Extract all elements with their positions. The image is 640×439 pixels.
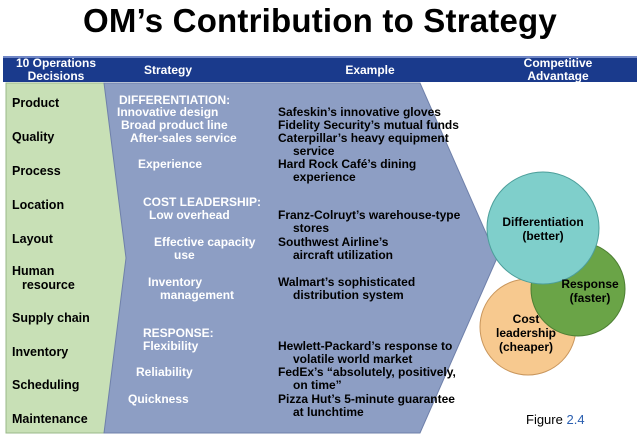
figure-label: Figure — [526, 412, 563, 427]
example-southwest-line2: aircraft utilization — [293, 248, 394, 262]
example-safeskin: Safeskin’s innovative gloves — [278, 105, 441, 119]
decision-layout: Layout — [12, 232, 53, 246]
example-hewlett-packard-line2: volatile world market — [293, 352, 413, 366]
decision-process: Process — [12, 164, 61, 178]
decision-human-resource-line1: Human — [12, 264, 55, 278]
header-advantage-line1: Competitive — [523, 56, 593, 70]
header-example: Example — [345, 63, 395, 77]
differentiation-circle — [486, 171, 600, 285]
strategy-effective-capacity-line1: Effective capacity — [154, 235, 256, 249]
example-caterpillar-line2: service — [293, 144, 335, 158]
header-advantage-line2: Advantage — [527, 69, 589, 83]
strategy-quickness: Quickness — [128, 392, 189, 406]
cost-leadership-label-line1: Cost — [512, 312, 540, 326]
strategy-after-sales-service: After-sales service — [130, 131, 237, 145]
decision-human-resource-line2: resource — [22, 278, 75, 292]
example-hard-rock-line2: experience — [293, 170, 356, 184]
decision-product: Product — [12, 96, 60, 110]
cost-leadership-label-line2: leadership — [495, 326, 557, 340]
example-caterpillar-line1: Caterpillar’s heavy equipment — [278, 131, 449, 145]
differentiation-label-line1: Differentiation — [502, 215, 584, 229]
strategy-effective-capacity-line2: use — [174, 248, 195, 262]
decision-supply-chain: Supply chain — [12, 311, 90, 325]
strategy-differentiation-heading: DIFFERENTIATION: — [119, 93, 231, 107]
response-label-line1: Response — [561, 277, 619, 291]
figure-number: 2.4 — [566, 412, 585, 427]
strategy-effective-capacity: Effective capacity use — [154, 236, 255, 262]
example-fedex-line1: FedEx’s “absolutely, positively, — [278, 365, 456, 379]
strategy-cost-heading: COST LEADERSHIP: — [143, 195, 262, 209]
example-hewlett-packard: Hewlett-Packard’s response to volatile w… — [278, 340, 452, 366]
strategy-inventory-management-line2: management — [160, 288, 235, 302]
header-decisions-line2: Decisions — [27, 69, 85, 83]
example-southwest: Southwest Airline’s aircraft utilization — [278, 236, 393, 262]
header-decisions: 10 Operations Decisions — [8, 57, 104, 83]
strategy-arrow — [103, 82, 498, 434]
example-pizza-hut-line2: at lunchtime — [293, 405, 364, 419]
example-franz-colruyt-line2: stores — [293, 221, 330, 235]
example-walmart: Walmart’s sophisticated distribution sys… — [278, 276, 415, 302]
differentiation-label-line2: (better) — [522, 229, 564, 243]
example-pizza-hut: Pizza Hut’s 5-minute guarantee at luncht… — [278, 393, 455, 419]
strategy-inventory-management-line1: Inventory — [148, 275, 203, 289]
header-advantage: Competitive Advantage — [516, 57, 600, 83]
example-pizza-hut-line1: Pizza Hut’s 5-minute guarantee — [278, 392, 455, 406]
example-hard-rock: Hard Rock Café’s dining experience — [278, 158, 416, 184]
decision-inventory: Inventory — [12, 345, 69, 359]
decision-location: Location — [12, 198, 65, 212]
example-franz-colruyt: Franz-Colruyt’s warehouse-type stores — [278, 209, 460, 235]
response-label-line2: (faster) — [569, 291, 611, 305]
example-caterpillar: Caterpillar’s heavy equipment service — [278, 132, 449, 158]
cost-leadership-label-line3: (cheaper) — [498, 340, 554, 354]
strategy-flexibility: Flexibility — [143, 339, 199, 353]
decision-human-resource: Human resource — [12, 264, 102, 292]
figure-caption: Figure 2.4 — [526, 412, 585, 427]
strategy-low-overhead: Low overhead — [149, 208, 230, 222]
strategy-inventory-management: Inventory management — [148, 276, 234, 302]
cost-leadership-label: Cost leadership (cheaper) — [488, 312, 564, 354]
example-franz-colruyt-line1: Franz-Colruyt’s warehouse-type — [278, 208, 461, 222]
strategy-reliability: Reliability — [136, 365, 193, 379]
strategy-innovative-design: Innovative design — [117, 105, 219, 119]
example-southwest-line1: Southwest Airline’s — [278, 235, 389, 249]
decision-quality: Quality — [12, 130, 55, 144]
example-walmart-line1: Walmart’s sophisticated — [278, 275, 416, 289]
example-fedex-line2: on time” — [293, 378, 342, 392]
decision-scheduling: Scheduling — [12, 378, 80, 392]
header-decisions-line1: 10 Operations — [15, 56, 97, 70]
example-hard-rock-line1: Hard Rock Café’s dining — [278, 157, 417, 171]
page-title: OM’s Contribution to Strategy — [83, 2, 557, 39]
response-label: Response (faster) — [550, 277, 630, 305]
strategy-response-heading: RESPONSE: — [143, 326, 214, 340]
header-strategy: Strategy — [143, 63, 193, 77]
strategy-broad-product-line: Broad product line — [121, 118, 228, 132]
example-walmart-line2: distribution system — [293, 288, 404, 302]
header-bar — [3, 56, 637, 82]
example-hewlett-packard-line1: Hewlett-Packard’s response to — [278, 339, 453, 353]
strategy-experience: Experience — [138, 157, 203, 171]
decision-maintenance: Maintenance — [12, 412, 88, 426]
example-fedex: FedEx’s “absolutely, positively, on time… — [278, 366, 456, 392]
example-fidelity: Fidelity Security’s mutual funds — [278, 118, 459, 132]
differentiation-label: Differentiation (better) — [493, 215, 593, 243]
